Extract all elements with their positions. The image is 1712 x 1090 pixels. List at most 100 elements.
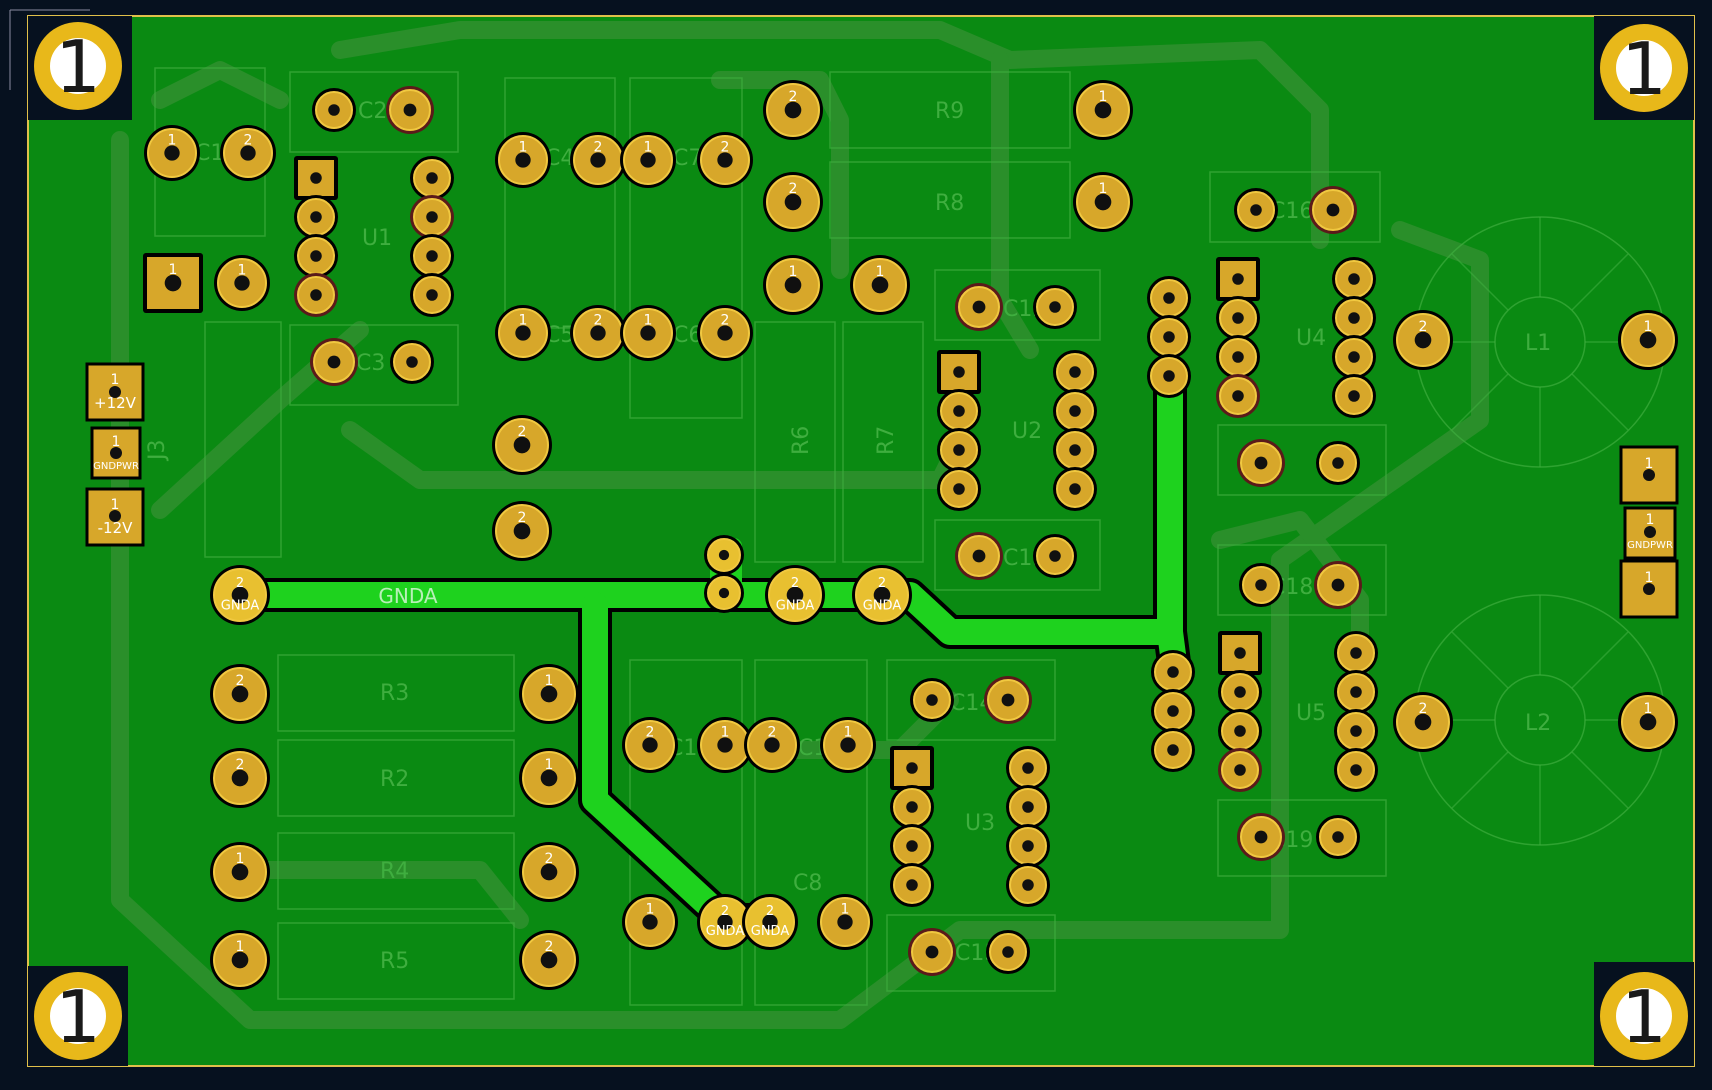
- through-hole-pad[interactable]: [294, 234, 338, 278]
- through-hole-pad[interactable]: 2: [570, 305, 626, 361]
- through-hole-pad[interactable]: [1216, 335, 1260, 379]
- through-hole-pad[interactable]: 1: [850, 255, 910, 315]
- through-hole-pad[interactable]: 2: [220, 125, 276, 181]
- through-hole-pad[interactable]: [1334, 670, 1378, 714]
- through-hole-pad[interactable]: 1: [495, 305, 551, 361]
- gnda-pad[interactable]: [704, 573, 744, 613]
- mounting-holes[interactable]: 1 1 1 1: [34, 22, 1688, 1060]
- through-hole-pad[interactable]: [386, 86, 434, 134]
- through-hole-pad[interactable]: [1239, 563, 1283, 607]
- through-hole-pad[interactable]: [1332, 296, 1376, 340]
- through-hole-pad[interactable]: [1033, 285, 1077, 329]
- through-hole-pad[interactable]: 1: [214, 255, 270, 311]
- through-hole-pad[interactable]: [937, 389, 981, 433]
- square-pad[interactable]: [1216, 257, 1260, 301]
- through-hole-pad[interactable]: [1053, 389, 1097, 433]
- through-hole-pad[interactable]: [1151, 689, 1195, 733]
- through-hole-pad[interactable]: 2: [519, 930, 579, 990]
- through-hole-pad[interactable]: 2: [622, 717, 678, 773]
- through-hole-pad[interactable]: [1332, 374, 1376, 418]
- through-hole-pad[interactable]: [955, 532, 1003, 580]
- through-hole-pad[interactable]: [986, 930, 1030, 974]
- through-hole-pad[interactable]: 2: [1393, 310, 1453, 370]
- through-hole-pad[interactable]: 1: [697, 717, 753, 773]
- through-hole-pad[interactable]: 1: [620, 305, 676, 361]
- through-hole-pad[interactable]: 2: [210, 748, 270, 808]
- through-hole-pad[interactable]: [1053, 467, 1097, 511]
- through-hole-pad[interactable]: [1147, 276, 1191, 320]
- through-hole-pad[interactable]: 2: [763, 80, 823, 140]
- through-hole-pad[interactable]: [1237, 813, 1285, 861]
- through-hole-pad[interactable]: [1332, 257, 1376, 301]
- through-hole-pad[interactable]: [294, 273, 338, 317]
- through-hole-pad[interactable]: 1: [1618, 692, 1678, 752]
- through-hole-pad[interactable]: [310, 338, 358, 386]
- through-hole-pad[interactable]: [1218, 709, 1262, 753]
- through-hole-pad[interactable]: 2: [744, 717, 800, 773]
- through-hole-pad[interactable]: 1: [817, 894, 873, 950]
- through-hole-pad[interactable]: [937, 428, 981, 472]
- through-hole-pad[interactable]: 1: [622, 894, 678, 950]
- through-hole-pad[interactable]: [1234, 188, 1278, 232]
- through-hole-pad[interactable]: 2: [492, 415, 552, 475]
- through-hole-pad[interactable]: [1334, 631, 1378, 675]
- through-hole-pad[interactable]: [1237, 439, 1285, 487]
- through-hole-pad[interactable]: 2: [210, 664, 270, 724]
- through-hole-pad[interactable]: [1147, 354, 1191, 398]
- through-hole-pad[interactable]: 2: [519, 842, 579, 902]
- through-hole-pad[interactable]: [1218, 748, 1262, 792]
- through-hole-pad[interactable]: [1314, 561, 1362, 609]
- through-hole-pad[interactable]: [1053, 428, 1097, 472]
- through-hole-pad[interactable]: 1: [519, 748, 579, 808]
- through-hole-pad[interactable]: [410, 195, 454, 239]
- through-hole-pad[interactable]: [1053, 350, 1097, 394]
- through-hole-pad[interactable]: [1216, 374, 1260, 418]
- through-hole-pad[interactable]: [890, 863, 934, 907]
- through-hole-pad[interactable]: [908, 928, 956, 976]
- square-pad[interactable]: [890, 746, 934, 790]
- square-pad[interactable]: 1: [143, 253, 203, 313]
- through-hole-pad[interactable]: 2: [763, 172, 823, 232]
- through-hole-pad[interactable]: [1006, 785, 1050, 829]
- gnda-pad[interactable]: [704, 535, 744, 575]
- through-hole-pad[interactable]: [1006, 824, 1050, 868]
- through-hole-pad[interactable]: [1147, 315, 1191, 359]
- through-hole-pad[interactable]: [1218, 670, 1262, 714]
- through-hole-pad[interactable]: 1: [620, 132, 676, 188]
- through-hole-pad[interactable]: [294, 195, 338, 239]
- connector-right[interactable]: 1 1 GNDPWR 1: [1619, 445, 1679, 619]
- through-hole-pad[interactable]: [1151, 728, 1195, 772]
- through-hole-pad[interactable]: [1316, 815, 1360, 859]
- through-hole-pad[interactable]: [1006, 746, 1050, 790]
- through-hole-pad[interactable]: [410, 234, 454, 278]
- through-hole-pad[interactable]: 1: [210, 930, 270, 990]
- through-hole-pad[interactable]: [955, 283, 1003, 331]
- through-hole-pad[interactable]: 1: [1073, 172, 1133, 232]
- through-hole-pad[interactable]: [1216, 296, 1260, 340]
- through-hole-pad[interactable]: 2: [697, 305, 753, 361]
- through-hole-pad[interactable]: [1309, 186, 1357, 234]
- through-hole-pad[interactable]: 1: [144, 125, 200, 181]
- through-hole-pad[interactable]: [890, 785, 934, 829]
- through-hole-pad[interactable]: 1: [820, 717, 876, 773]
- through-hole-pad[interactable]: 2: [492, 501, 552, 561]
- through-hole-pad[interactable]: 1: [519, 664, 579, 724]
- through-hole-pad[interactable]: [1316, 441, 1360, 485]
- square-pad[interactable]: [294, 156, 338, 200]
- through-hole-pad[interactable]: 2: [697, 132, 753, 188]
- through-hole-pad[interactable]: [1151, 650, 1195, 694]
- through-hole-pad[interactable]: [1033, 534, 1077, 578]
- through-hole-pad[interactable]: [1332, 335, 1376, 379]
- through-hole-pad[interactable]: [1334, 709, 1378, 753]
- square-pad[interactable]: [1218, 631, 1262, 675]
- through-hole-pad[interactable]: [410, 156, 454, 200]
- through-hole-pad[interactable]: [910, 678, 954, 722]
- through-hole-pad[interactable]: 1: [1073, 80, 1133, 140]
- through-hole-pad[interactable]: [984, 676, 1032, 724]
